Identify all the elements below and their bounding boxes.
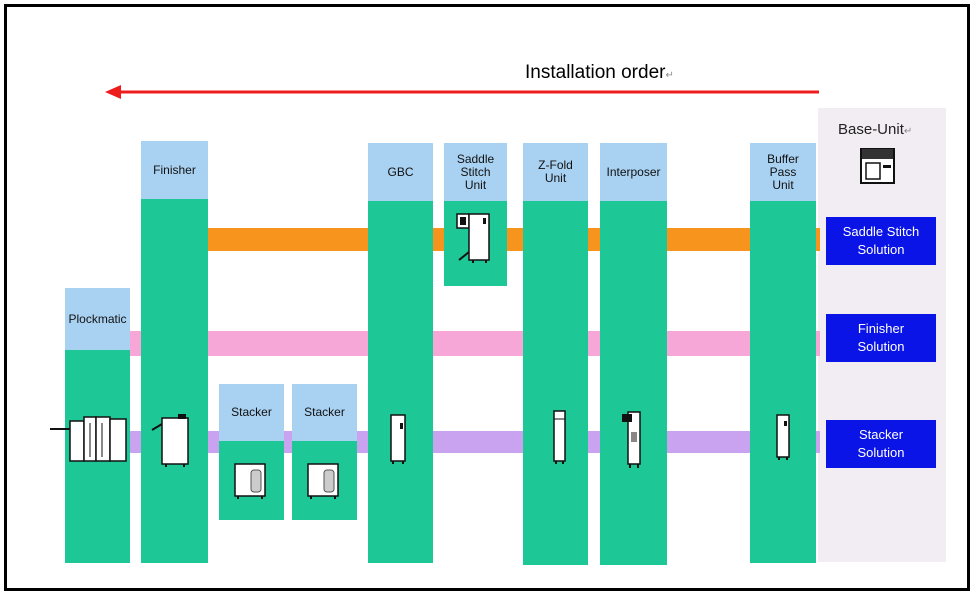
installation-order-arrow [105, 85, 819, 99]
stacker-solution-box: Stacker Solution [826, 420, 936, 468]
finisher-device-icon [151, 414, 189, 467]
stacker-2-device-icon [307, 463, 339, 499]
module-stacker-2-label: Stacker [292, 384, 357, 441]
finisher-solution-box: Finisher Solution [826, 314, 936, 362]
buffer-pass-device-icon [776, 414, 790, 460]
module-z-fold-unit [523, 143, 588, 565]
module-stacker-1-label: Stacker [219, 384, 284, 441]
module-plockmatic-label: Plockmatic [65, 288, 130, 350]
saddle-stitch-solution-box: Saddle Stitch Solution [826, 217, 936, 265]
module-finisher-label: Finisher [141, 141, 208, 199]
gbc-device-icon [390, 414, 406, 464]
saddle-stitch-device-icon [456, 213, 490, 263]
module-saddle-stitch-unit-label: Saddle Stitch Unit [444, 143, 507, 201]
module-interposer-label: Interposer [600, 143, 667, 201]
z-fold-device-icon [553, 410, 566, 464]
finisher-band [130, 331, 820, 356]
diagram-title: Installation order↵ [525, 62, 674, 83]
saddle-stitch-band [208, 228, 820, 251]
module-buffer-pass-unit [750, 143, 816, 563]
module-buffer-pass-unit-label: Buffer Pass Unit [750, 143, 816, 201]
module-interposer [600, 143, 667, 565]
module-gbc-label: GBC [368, 143, 433, 201]
interposer-device-icon [622, 411, 641, 468]
module-finisher [141, 141, 208, 563]
stacker-1-device-icon [234, 463, 266, 499]
base-unit-printer-icon [860, 148, 895, 184]
diagram-frame [4, 4, 970, 591]
plockmatic-device-icon [50, 416, 127, 462]
module-gbc [368, 143, 433, 563]
module-z-fold-unit-label: Z-Fold Unit [523, 143, 588, 201]
base-unit-label: Base-Unit↵ [838, 121, 913, 138]
